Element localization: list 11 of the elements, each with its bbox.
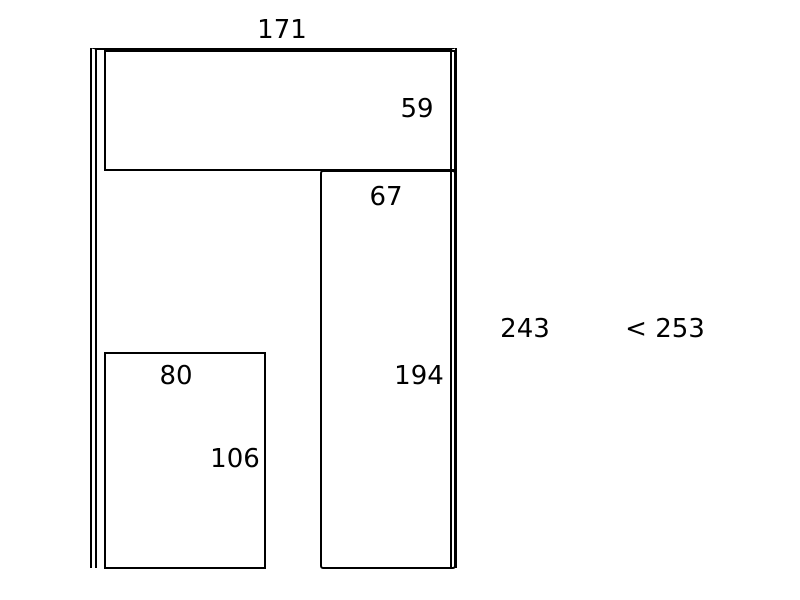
top-box bbox=[104, 50, 456, 171]
dimension-value: 59 bbox=[400, 94, 434, 124]
dimension-value: 80 bbox=[159, 361, 193, 391]
dimension-value: 194 bbox=[394, 361, 444, 391]
left-box bbox=[104, 352, 266, 569]
limit-note: < 253 bbox=[625, 314, 705, 344]
dimension-value: 67 bbox=[369, 182, 403, 212]
dimension-value: 171 bbox=[257, 15, 307, 45]
dimension-value: 106 bbox=[210, 444, 260, 474]
dimension-value: 243 bbox=[500, 314, 550, 344]
right-box bbox=[320, 170, 456, 569]
